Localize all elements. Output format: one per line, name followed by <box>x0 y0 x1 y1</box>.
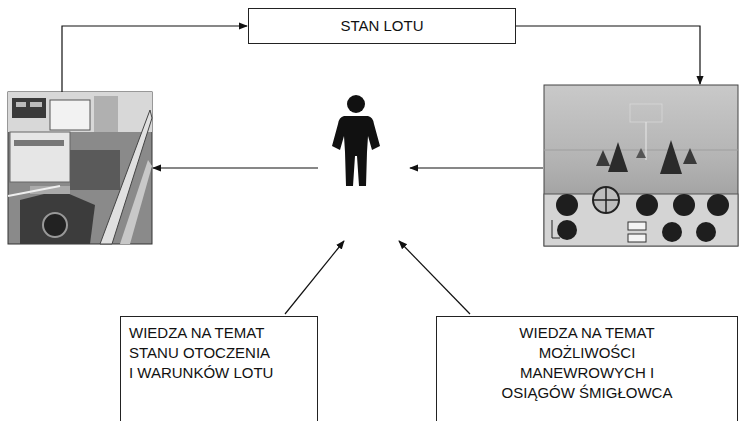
box-label: WIEDZA NA TEMAT MOŻLIWOŚCI MANEWROWYCH I… <box>485 323 690 403</box>
simulator-display <box>544 85 738 246</box>
pilot-figure <box>332 95 380 186</box>
feedback-arrow <box>62 26 247 92</box>
simulator-photo <box>8 92 152 244</box>
knowledge-arrow <box>399 241 470 314</box>
box-label: STAN LOTU <box>257 16 507 36</box>
knowledge-box: WIEDZA NA TEMAT MOŻLIWOŚCI MANEWROWYCH I… <box>436 316 738 421</box>
knowledge-box: WIEDZA NA TEMAT STANU OTOCZENIA I WARUNK… <box>120 316 318 421</box>
state-arrow <box>516 26 700 84</box>
control-arrow <box>153 167 318 168</box>
perception-arrow <box>410 167 543 168</box>
knowledge-arrow <box>285 241 344 314</box>
flow-arrows <box>62 26 700 314</box>
box-label: WIEDZA NA TEMAT STANU OTOCZENIA I WARUNK… <box>129 323 276 383</box>
state-box: STAN LOTU <box>248 8 516 44</box>
